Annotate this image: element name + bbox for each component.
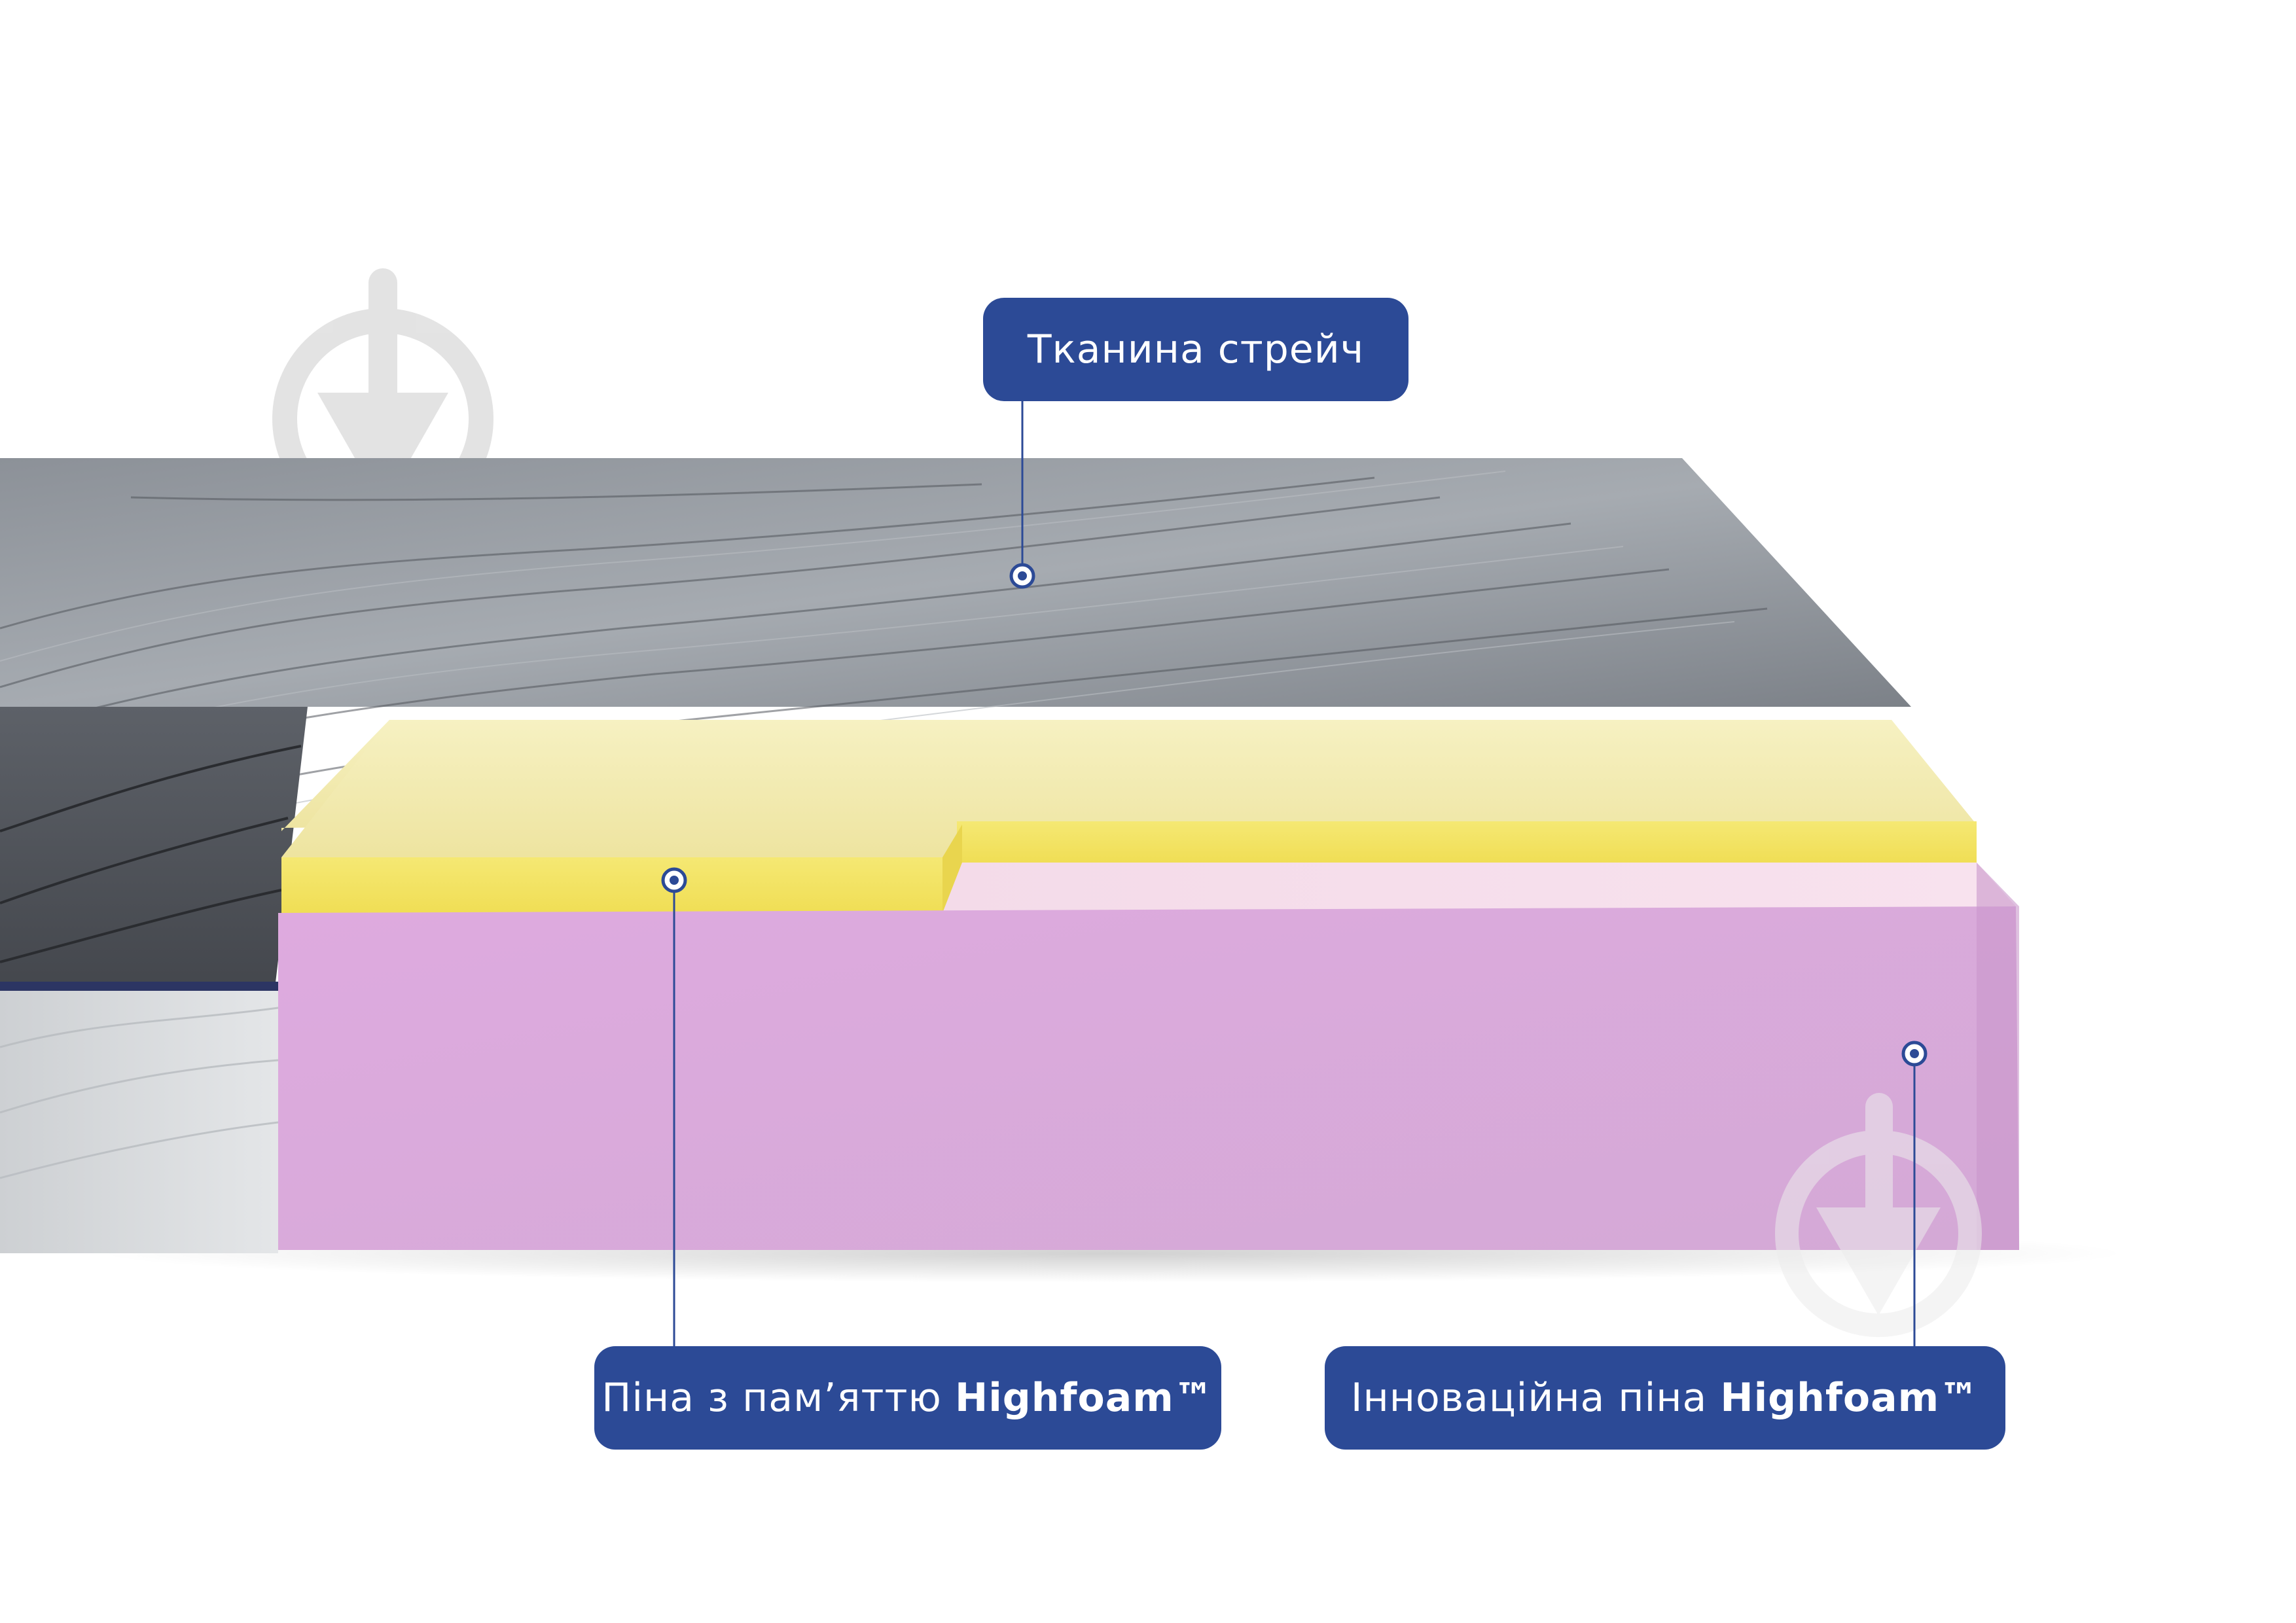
watermark-download-icon (272, 268, 493, 529)
callout-dot-icon (1901, 1041, 1928, 1067)
callout-innovative-foam-label: Інноваційна піна (1350, 1375, 1708, 1421)
callout-memory-foam-label: Піна з пам’яттю (601, 1375, 942, 1421)
callout-innovative-foam: Інноваційна піна Highfoam™ (1325, 1346, 2005, 1450)
callout-fabric-label: Тканина стрейч (1027, 327, 1365, 372)
callout-memory-foam-brand: Highfoam™ (954, 1375, 1214, 1421)
watermark-download-icon (1775, 1093, 1982, 1337)
callout-dot-icon (1009, 563, 1035, 589)
callout-innovative-foam-brand: Highfoam™ (1720, 1375, 1980, 1421)
callout-fabric: Тканина стрейч (983, 298, 1408, 401)
callout-dot-icon (661, 867, 687, 893)
callout-memory-foam: Піна з пам’яттю Highfoam™ (594, 1346, 1221, 1450)
